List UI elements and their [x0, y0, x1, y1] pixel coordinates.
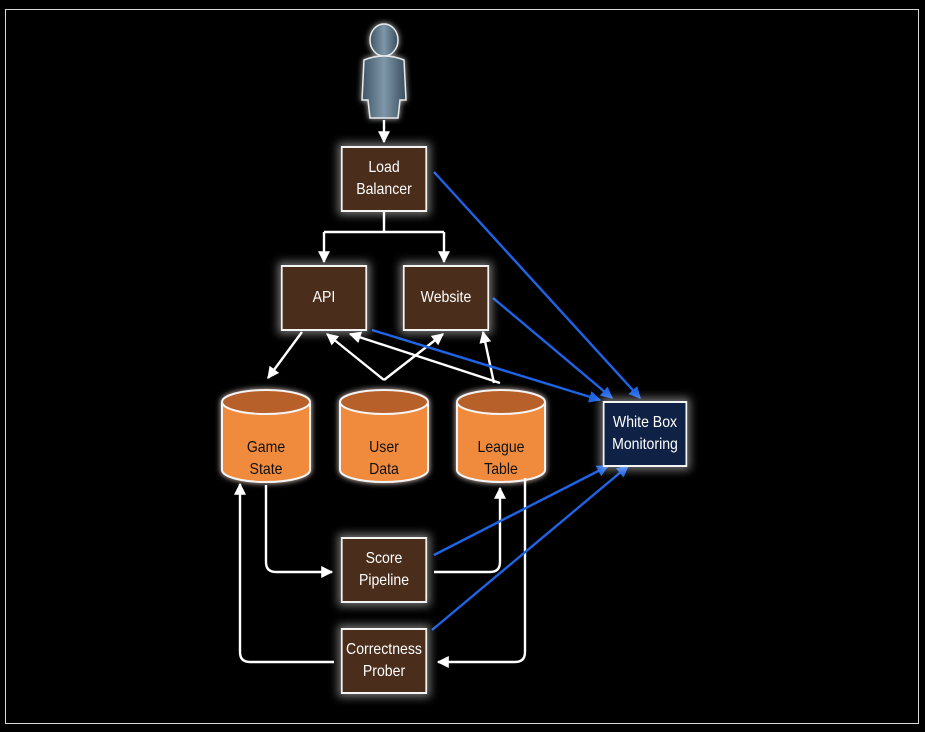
blue-prober-to-monitor	[431, 465, 629, 631]
blue-pipeline-to-monitor	[433, 464, 610, 557]
arrow-prober-to-gamestate	[234, 482, 334, 664]
game-state-label-1: Game	[246, 439, 286, 456]
user-figure-icon	[361, 23, 407, 119]
blue-lb-to-monitor	[433, 171, 641, 399]
arrow-pipeline-to-league	[434, 486, 506, 574]
score-pipeline-box: Score Pipeline	[340, 537, 428, 603]
white-connectors	[234, 120, 527, 668]
arrow-userdata-to-website	[383, 333, 444, 381]
api-label: API	[312, 289, 336, 306]
api-box: API	[280, 265, 368, 331]
user-data-label-1: User	[369, 439, 399, 456]
league-table-label: League Table	[462, 437, 539, 481]
monitoring-label-2: Monitoring	[612, 436, 678, 453]
arrow-league-to-api	[348, 331, 501, 385]
game-state-label: Game State	[227, 437, 304, 481]
white-box-monitoring-box: White Box Monitoring	[602, 401, 688, 467]
load-balancer-box: Load Balancer	[340, 146, 428, 212]
load-balancer-label-2: Balancer	[356, 181, 412, 198]
league-table-label-2: Table	[484, 461, 518, 478]
blue-connectors	[371, 171, 641, 631]
diagram-frame	[5, 9, 919, 724]
prober-label-1: Correctness	[346, 641, 422, 658]
league-table-label-1: League	[477, 439, 525, 456]
website-box: Website	[402, 265, 490, 331]
arrow-gamestate-to-pipeline	[264, 485, 334, 578]
score-pipeline-label-1: Score	[365, 550, 403, 567]
db-game-state	[221, 389, 311, 483]
user-data-label-2: Data	[369, 461, 399, 478]
blue-api-to-monitor	[371, 328, 602, 403]
load-balancer-label-1: Load	[368, 159, 400, 176]
score-pipeline-label-2: Pipeline	[358, 572, 410, 589]
arrow-userdata-to-api	[326, 333, 385, 381]
arrow-lb-split	[324, 212, 444, 234]
website-label: Website	[420, 289, 472, 306]
game-state-label-2: State	[249, 461, 283, 478]
arrow-league-to-website	[479, 330, 496, 384]
arrow-league-to-prober	[436, 478, 527, 668]
arrow-api-to-gamestate	[267, 331, 303, 379]
prober-label-2: Prober	[362, 663, 406, 680]
blue-website-to-monitor	[492, 297, 613, 399]
user-data-label: User Data	[345, 437, 422, 481]
correctness-prober-box: Correctness Prober	[340, 628, 428, 694]
db-league-table	[456, 389, 546, 483]
db-user-data	[339, 389, 429, 483]
monitoring-label-1: White Box	[612, 414, 678, 431]
